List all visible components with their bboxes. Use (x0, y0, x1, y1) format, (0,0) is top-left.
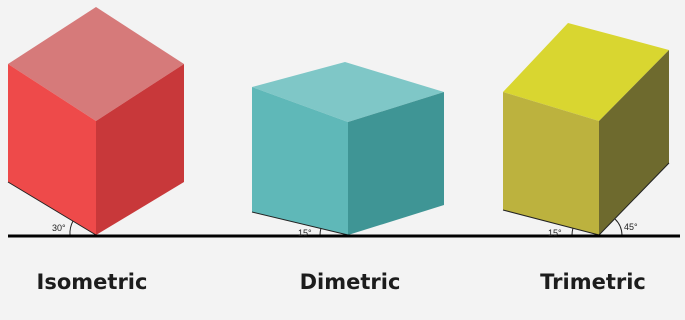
isometric-label: Isometric (36, 270, 148, 294)
trimetric-label: Trimetric (540, 270, 646, 294)
dimetric-angle-arc (319, 227, 322, 236)
isometric-angle-guide (7, 181, 97, 236)
trimetric-cube-top-face (503, 23, 669, 121)
isometric-cube (7, 7, 184, 236)
isometric-cube-right-face (96, 64, 184, 235)
dimetric-angle-guide (251, 211, 349, 236)
trimetric-left-angle-label: 15° (548, 228, 562, 238)
isometric-cube-left-face (8, 64, 96, 235)
dimetric-cube-right-face (348, 92, 444, 235)
trimetric-right-angle-arc (614, 218, 623, 236)
trimetric-left-angle-arc (571, 227, 574, 236)
isometric-angle-label: 30° (52, 223, 66, 233)
dimetric-label: Dimetric (299, 270, 401, 294)
trimetric-cube (502, 23, 670, 236)
trimetric-left-angle-guide (502, 209, 600, 236)
dimetric-cube (251, 62, 444, 236)
trimetric-right-angle-label: 45° (624, 222, 638, 232)
dimetric-cube-left-face (252, 87, 348, 235)
trimetric-cube-left-face (503, 92, 599, 235)
isometric-angle-arc (69, 220, 74, 236)
dimetric-angle-label: 15° (298, 228, 312, 238)
trimetric-cube-right-face (599, 50, 669, 235)
trimetric-right-angle-guide (598, 162, 670, 236)
